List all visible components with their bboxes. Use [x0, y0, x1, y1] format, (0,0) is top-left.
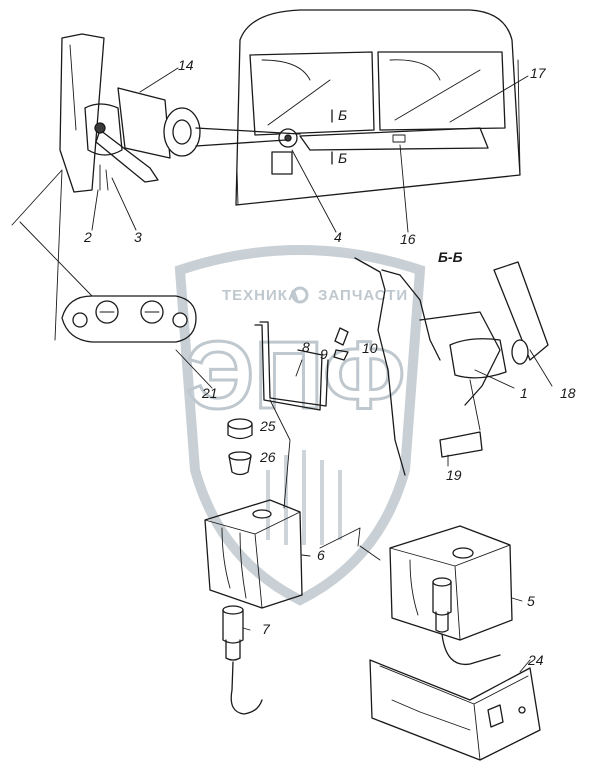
- callout-24: 24: [527, 652, 544, 668]
- section-marker-lower: Б: [331, 150, 347, 166]
- leader-bracket: [11, 169, 93, 341]
- section-view: [354, 257, 549, 476]
- callout-6: 6: [317, 547, 325, 563]
- callout-16: 16: [400, 231, 416, 247]
- watermark-line1: ТЕХНИКА: [222, 287, 300, 304]
- callout-8: 8: [302, 339, 310, 355]
- watermark-line2: ЗАПЧАСТИ: [318, 287, 408, 304]
- section-title: Б-Б: [438, 249, 463, 265]
- callout-17: 17: [530, 65, 547, 81]
- nozzle-caps: [227, 418, 253, 476]
- callout-2: 2: [83, 229, 92, 245]
- callout-21: 21: [201, 385, 218, 401]
- watermark: ТЕХНИКА ЗАПЧАСТИ ЭПФ: [174, 245, 426, 606]
- callout-19: 19: [446, 467, 462, 483]
- callout-5: 5: [527, 593, 535, 609]
- callout-9: 9: [320, 346, 328, 362]
- washer-pump-7: [222, 605, 263, 715]
- callout-3: 3: [134, 229, 142, 245]
- washer-reservoir-6: [204, 499, 303, 609]
- section-marker-upper: Б: [331, 107, 347, 123]
- wiper-motor-assembly: [59, 33, 301, 193]
- cab-front: [235, 9, 521, 206]
- gear-icon: [291, 286, 309, 304]
- callout-10: 10: [362, 340, 378, 356]
- wheat-icon: [266, 450, 342, 545]
- leader-lines: [91, 67, 553, 673]
- callout-26: 26: [259, 449, 276, 465]
- washer-tube-assembly: [254, 321, 349, 411]
- washer-reservoir-5: [389, 525, 513, 666]
- watermark-emblem: ЭПФ: [186, 322, 405, 429]
- callout-4: 4: [334, 229, 342, 245]
- callout-18: 18: [560, 385, 576, 401]
- callout-7: 7: [262, 621, 271, 637]
- svg-text:Б: Б: [338, 150, 347, 166]
- mounting-bracket: [61, 295, 197, 343]
- callout-14: 14: [178, 57, 194, 73]
- callout-25: 25: [259, 418, 276, 434]
- watermark-shield: [174, 245, 426, 606]
- callout-1: 1: [520, 385, 528, 401]
- reservoir-bracket-24: [369, 659, 541, 761]
- svg-text:Б: Б: [338, 107, 347, 123]
